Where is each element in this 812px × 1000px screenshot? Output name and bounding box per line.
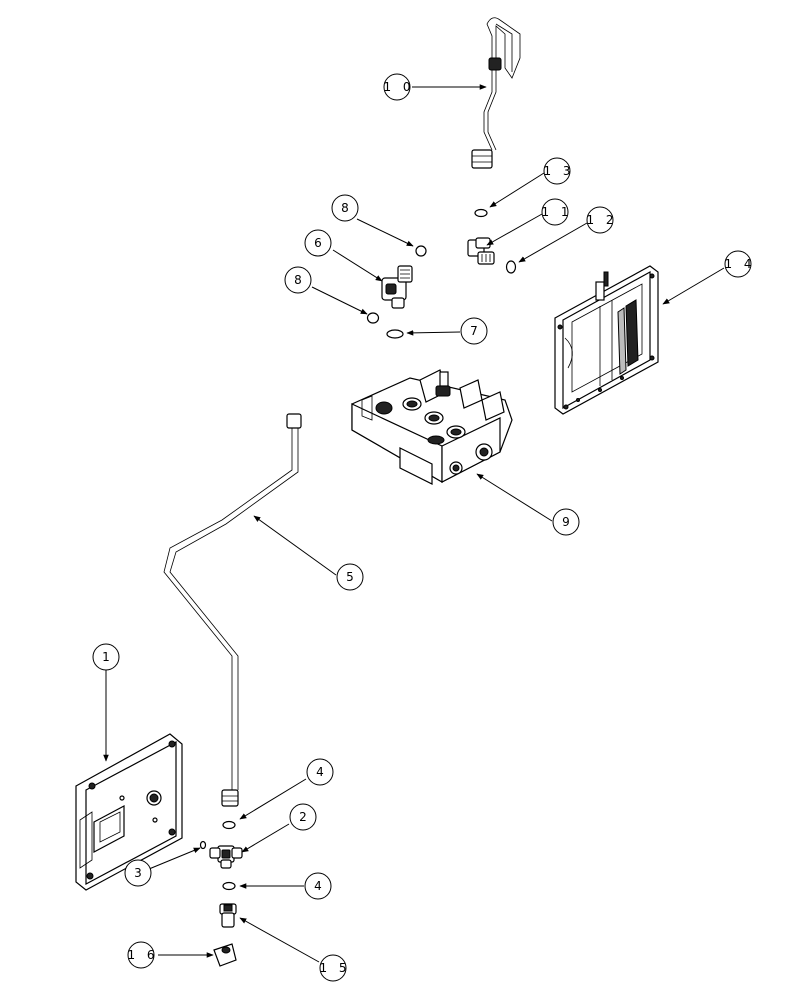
o-ring-part-12 <box>505 260 517 274</box>
leader-14 <box>662 267 725 305</box>
callout-label: 1 0 <box>383 80 414 94</box>
o-ring-part-4-lower <box>222 881 236 891</box>
tee-fitting-part-6 <box>381 265 413 309</box>
callout-5: 5 <box>336 563 364 591</box>
leader-12 <box>518 222 588 263</box>
callout-label: 7 <box>470 324 482 338</box>
callout-label: 8 <box>294 273 306 287</box>
plate-part-1 <box>75 733 183 891</box>
o-ring-part-7 <box>386 329 404 339</box>
leader-8a <box>356 218 414 247</box>
leader-8b <box>311 286 368 315</box>
callout-label: 2 <box>299 810 311 824</box>
callout-12: 1 2 <box>586 206 617 234</box>
valve-body-part-9 <box>351 369 513 485</box>
callout-label: 1 4 <box>724 257 755 271</box>
callout-16: 1 6 <box>127 941 158 969</box>
callout-9: 9 <box>552 508 580 536</box>
o-ring-part-13 <box>474 208 488 218</box>
callout-13: 1 3 <box>543 157 574 185</box>
ball-part-3 <box>199 840 207 850</box>
leader-11 <box>486 213 543 246</box>
leader-3 <box>148 847 201 870</box>
callout-2: 2 <box>289 803 317 831</box>
callout-11: 1 1 <box>541 198 572 226</box>
leader-2 <box>241 823 290 853</box>
callout-label: 3 <box>134 866 146 880</box>
callout-label: 1 1 <box>541 205 572 219</box>
connector-part-15 <box>219 903 237 928</box>
elbow-fitting-part-11 <box>467 237 495 265</box>
callout-label: 6 <box>314 236 326 250</box>
callout-label: 5 <box>346 570 358 584</box>
callout-7: 7 <box>460 317 488 345</box>
callout-label: 1 2 <box>586 213 617 227</box>
callout-label: 1 3 <box>543 164 574 178</box>
callout-label: 1 5 <box>319 961 350 975</box>
callout-label: 4 <box>314 879 326 893</box>
tube-part-10 <box>471 17 521 169</box>
leader-6 <box>332 249 383 282</box>
callout-8-upper: 8 <box>331 194 359 222</box>
leader-7 <box>406 330 461 336</box>
leader-5 <box>253 515 337 576</box>
callout-15: 1 5 <box>319 954 350 982</box>
leader-13 <box>489 172 545 208</box>
callout-label: 4 <box>316 765 328 779</box>
callout-label: 1 6 <box>127 948 158 962</box>
leader-4a <box>239 778 307 820</box>
callout-10: 1 0 <box>383 73 414 101</box>
cap-part-16 <box>213 943 237 967</box>
callout-3: 3 <box>124 859 152 887</box>
o-ring-part-4-upper <box>222 820 236 830</box>
cover-plate-part-14 <box>554 265 659 415</box>
callout-4-lower: 4 <box>304 872 332 900</box>
callout-8-lower: 8 <box>284 266 312 294</box>
callout-label: 1 <box>102 650 114 664</box>
callout-14: 1 4 <box>724 250 755 278</box>
o-ring-part-8-lower <box>366 312 380 324</box>
callout-4-upper: 4 <box>306 758 334 786</box>
leader-15 <box>239 917 320 963</box>
callout-label: 8 <box>341 201 353 215</box>
callout-1: 1 <box>92 643 120 671</box>
callout-label: 9 <box>562 515 574 529</box>
tube-part-5 <box>163 413 302 807</box>
leader-9 <box>476 473 553 522</box>
callout-6: 6 <box>304 229 332 257</box>
o-ring-part-8-upper <box>415 245 427 257</box>
tee-fitting-part-2 <box>209 845 243 869</box>
leader-lines <box>103 84 725 963</box>
